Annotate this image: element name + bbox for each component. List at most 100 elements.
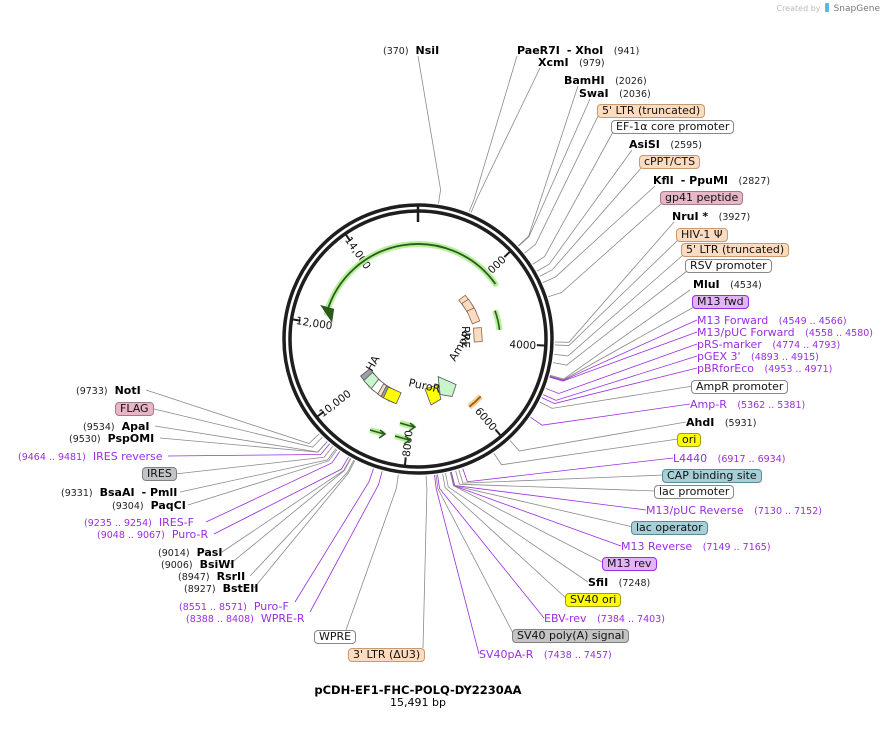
feature-wpre[interactable]: WPRE [314,630,357,644]
feature-cap-binding-site[interactable]: CAP binding site [662,469,762,483]
enzyme-paqCI[interactable]: (9304) PaqCI [112,499,186,513]
feature-cppt-cts[interactable]: cPPT/CTS [639,155,701,169]
feature-sv40-ori[interactable]: SV40 ori [565,593,622,607]
enzyme-position: (9331) [61,488,93,499]
primer-ires-reverse[interactable]: (9464 .. 9481) IRES reverse [18,450,163,464]
feature-sv40-polya-signal[interactable]: SV40 poly(A) signal [512,629,630,643]
leader-line [294,468,374,603]
plasmid-length: 15,491 bp [390,696,446,709]
ring-tick [315,410,325,418]
feature-5-ltr-truncated[interactable]: 5' LTR (truncated) [597,104,706,118]
leader-line [187,449,338,506]
enzyme-bsiWI[interactable]: (9006) BsiWI [161,558,235,572]
primer-range: (9048 .. 9067) [97,530,165,541]
enzyme-paeR7I-xhoI[interactable]: PaeR7I - XhoI (941) [517,44,639,58]
cassette-feature-box [382,386,402,405]
enzyme-bamHI[interactable]: BamHI (2026) [564,74,647,88]
feature-ori[interactable]: ori [677,433,702,447]
leader-line [543,355,698,401]
enzyme-bstEII[interactable]: (8927) BstEII [184,582,258,596]
feature-m13-fwd[interactable]: M13 fwd [692,295,749,309]
feature-lac-promoter[interactable]: lac promoter [654,485,735,499]
leader-line [145,389,320,444]
enzyme-sfiI[interactable]: SfiI (7248) [588,576,650,590]
feature-m13-rev[interactable]: M13 rev [602,557,657,571]
leader-line [462,457,674,483]
enzyme-kflI-ppuMI[interactable]: KflI - PpuMI (2827) [653,174,770,188]
feature-rsv-promoter[interactable]: RSV promoter [685,259,772,273]
feature-5-ltr-truncated-2[interactable]: 5' LTR (truncated) [681,243,790,257]
ring-tick-label: 2000 [481,254,509,281]
ltr-feature-box [466,307,481,325]
enzyme-xcmI[interactable]: XcmI (979) [538,56,605,70]
feature-ef1a-core-promoter[interactable]: EF-1α core promoter [611,120,735,134]
enzyme-name: PaeR7I [517,44,560,57]
primer-l4440[interactable]: L4440 (6917 .. 6934) [673,452,785,466]
enzyme-apaI[interactable]: (9534) ApaI [83,420,150,434]
enzyme-mluI[interactable]: MluI (4534) [693,278,762,292]
primer-puro-f[interactable]: (8551 .. 8571) Puro-F [179,600,289,614]
feature-flag[interactable]: FLAG [115,402,154,416]
primer-range: (7130 .. 7152) [754,506,822,517]
primer-range: (9464 .. 9481) [18,452,86,463]
leader-line [518,85,579,247]
enzyme-nsiI[interactable]: (370) NsiI [383,44,439,58]
leader-line [530,403,691,426]
enzyme-ahdI[interactable]: AhdI (5931) [686,416,756,430]
enzyme-name: BstEII [222,582,259,595]
primer-name: M13 Reverse [621,540,693,553]
enzyme-notI[interactable]: (9733) NotI [76,384,141,398]
enzyme-asiSI[interactable]: AsiSI (2595) [629,138,702,152]
feature-lac-operator[interactable]: lac operator [631,521,708,535]
enzyme-bsaAI-pmlI[interactable]: (9331) BsaAI - PmlI [61,486,177,500]
leader-line [518,98,591,247]
leader-line [221,458,351,553]
primer-amp-r[interactable]: Amp-R (5362 .. 5381) [690,398,805,412]
enzyme-pspOMI[interactable]: (9530) PspOMI [69,432,154,446]
enzyme-pasI[interactable]: (9014) PasI [158,546,222,560]
enzyme-position: (8947) [178,572,210,583]
feature-3-ltr-du3[interactable]: 3' LTR (ΔU3) [348,648,426,662]
primer-puro-r[interactable]: (9048 .. 9067) Puro-R [97,528,208,542]
primer-m13-reverse[interactable]: M13 Reverse (7149 .. 7165) [621,540,771,554]
feature-ampr-promoter[interactable]: AmpR promoter [691,380,789,394]
enzyme-position: (9014) [158,548,190,559]
primer-ebv-rev[interactable]: EBV-rev (7384 .. 7403) [544,612,665,626]
leader-line [213,456,349,535]
leader-line [542,185,656,283]
primer-m13-puc-reverse[interactable]: M13/pUC Reverse (7130 .. 7152) [646,504,822,518]
enzyme-position: (5931) [724,418,757,429]
leader-line [205,451,341,523]
enzyme-position: (979) [579,58,605,69]
enzyme-swaI[interactable]: SwaI (2036) [579,87,651,101]
primer-range: (4558 .. 4580) [805,328,874,339]
leader-line [539,166,643,277]
enzyme-name: - XhoI [566,44,604,57]
leader-line [309,471,383,613]
primer-m13-forward[interactable]: M13 Forward (4549 .. 4566) [697,314,847,328]
leader-line [458,469,665,484]
primer-prs-marker[interactable]: pRS-marker (4774 .. 4793) [697,338,840,352]
enzyme-position: (9530) [69,434,101,445]
primer-pgex-3[interactable]: pGEX 3' (4893 .. 4915) [697,350,819,364]
internal-feature-label: HA [363,353,382,374]
feature-ires[interactable]: IRES [142,467,177,481]
feature-hiv1-psi[interactable]: HIV-1 Ψ [676,228,728,242]
leader-line [549,319,698,381]
primer-pbrforeco[interactable]: pBRforEco (4953 .. 4971) [697,362,832,376]
primer-sv40pa-r[interactable]: SV40pA-R (7438 .. 7457) [479,648,612,662]
primer-m13-puc-forward[interactable]: M13/pUC Forward (4558 .. 4580) [697,326,873,340]
leader-line [445,473,589,583]
feature-gp41-peptide[interactable]: gp41 peptide [660,191,744,205]
primer-ires-f[interactable]: (9235 .. 9254) IRES-F [84,516,194,530]
leader-line [434,474,480,655]
leader-line [493,438,679,466]
enzyme-name: BamHI [564,74,605,87]
enzyme-position: (9304) [112,501,144,512]
enzyme-rsrII[interactable]: (8947) RsrII [178,570,245,584]
enzyme-nruI[interactable]: NruI * (3927) [672,210,750,224]
leader-line [174,446,334,475]
primer-wpre-r[interactable]: (8388 .. 8408) WPRE-R [186,612,305,626]
enzyme-name: RsrII [216,570,246,583]
orf-arc-line [325,243,497,314]
